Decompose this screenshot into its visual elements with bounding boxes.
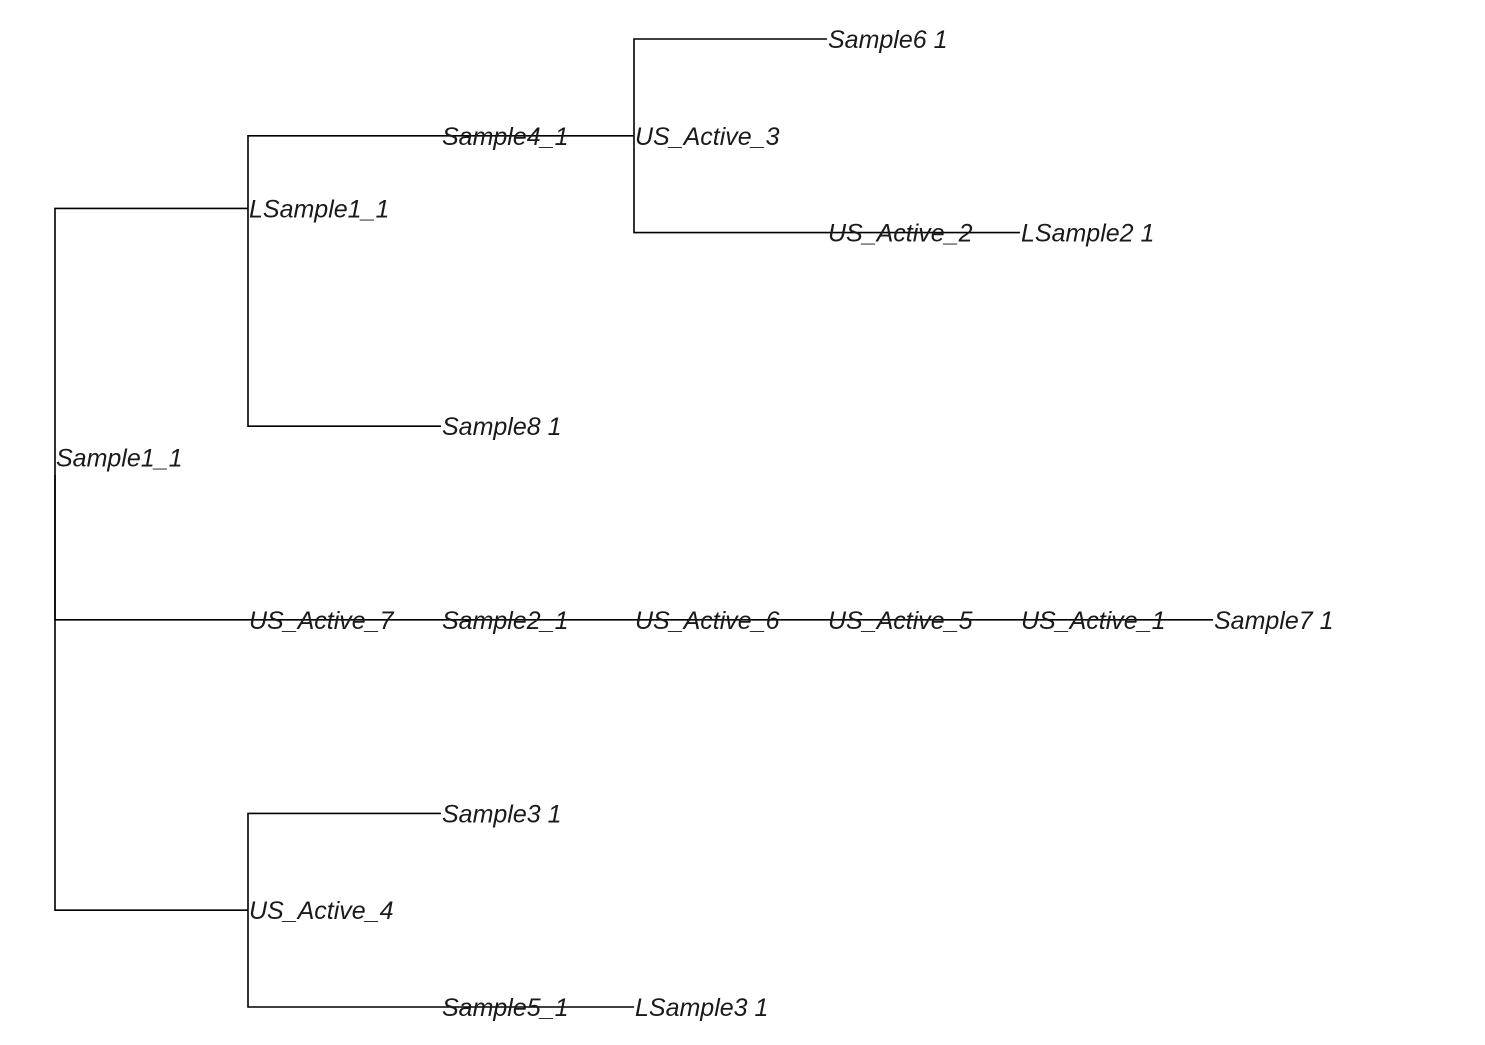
node-label-n9: Sample2_1 [442, 607, 568, 635]
branch-edge-n8 [54, 474, 248, 621]
branch-edge-n7 [247, 208, 441, 427]
branch-edge-n4 [633, 38, 827, 136]
node-label-n4: Sample6 1 [828, 26, 948, 54]
node-label-n11: US_Active_5 [828, 607, 973, 635]
node-label-n1: LSample1_1 [249, 195, 389, 223]
node-label-n12: US_Active_1 [1021, 607, 1166, 635]
node-label-n16: Sample5_1 [442, 994, 568, 1022]
node-label-n8: US_Active_7 [249, 607, 395, 635]
node-label-n2: Sample4_1 [442, 123, 568, 151]
tree-branches [54, 38, 1213, 1008]
branch-edge-n2 [247, 135, 441, 209]
branch-edge-n15 [247, 812, 441, 911]
node-label-n3: US_Active_3 [635, 123, 780, 151]
node-label-n13: Sample7 1 [1214, 607, 1334, 635]
node-label-n17: LSample3 1 [635, 994, 768, 1022]
branch-edge-n14 [54, 474, 248, 911]
node-label-n0: Sample1_1 [56, 445, 182, 473]
branch-edge-n1 [54, 207, 248, 475]
node-label-n14: US_Active_4 [249, 897, 394, 925]
node-label-n10: US_Active_6 [635, 607, 780, 635]
node-label-n5: US_Active_2 [828, 220, 973, 248]
node-label-n15: Sample3 1 [442, 800, 562, 828]
branch-edge-n16 [247, 910, 441, 1008]
node-label-n6: LSample2 1 [1021, 220, 1154, 248]
branch-edge-n5 [633, 135, 827, 234]
node-label-n7: Sample8 1 [442, 413, 562, 441]
